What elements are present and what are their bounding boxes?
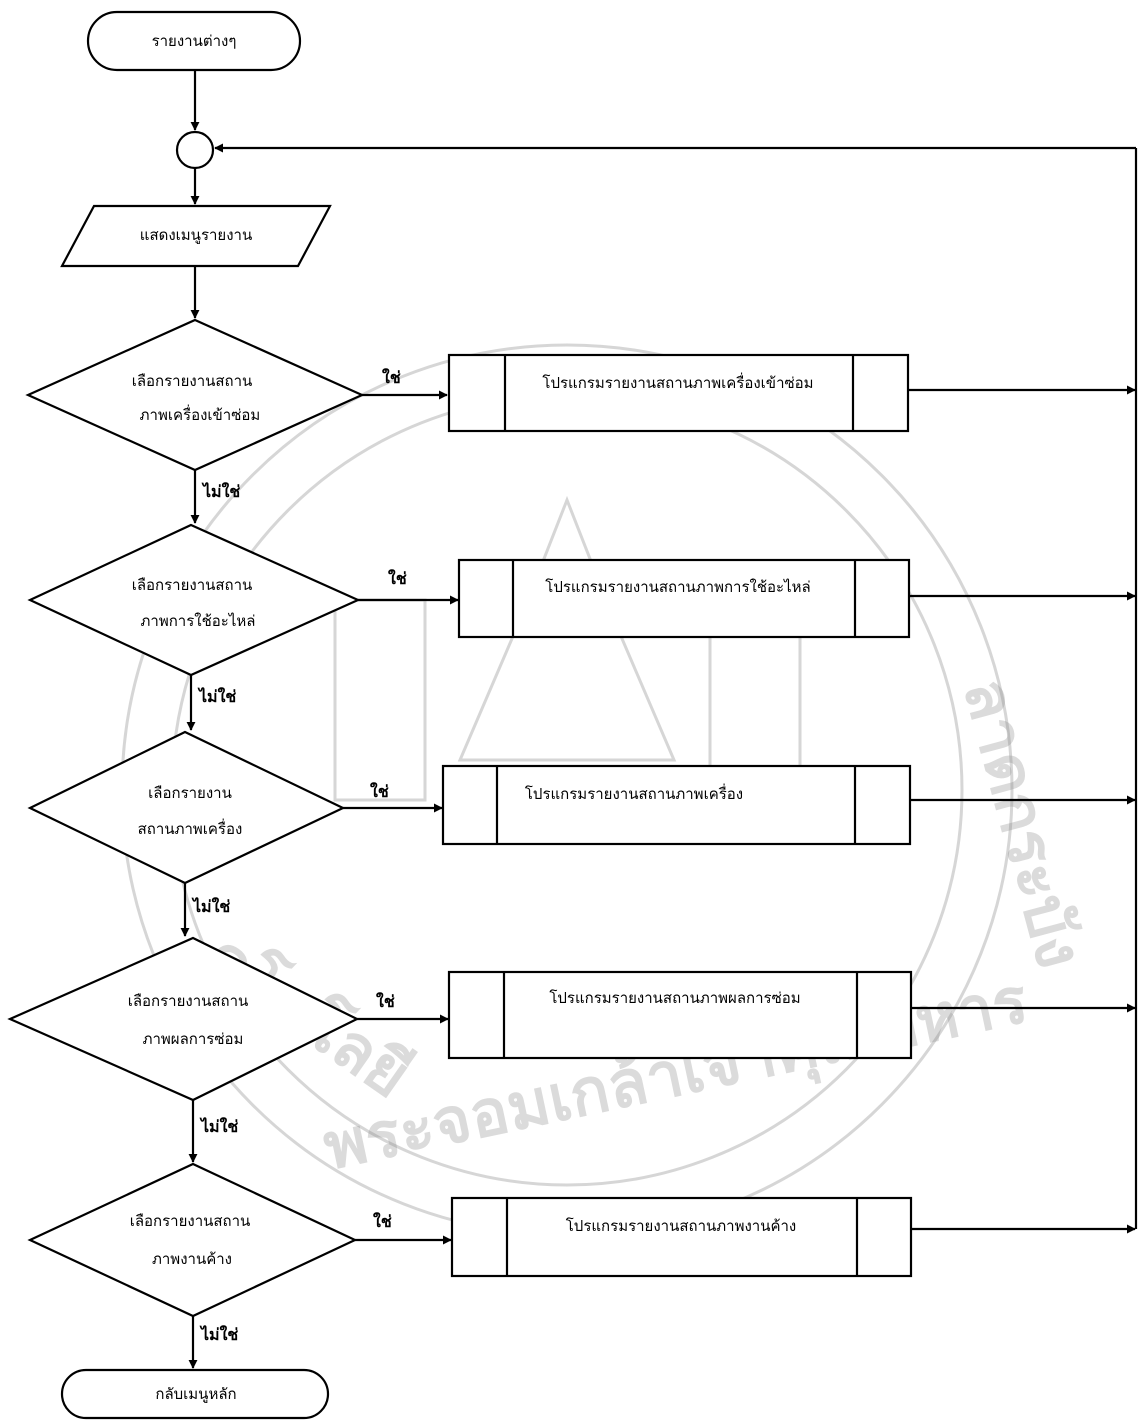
decision-1-line1: เลือกรายงานสถาน [132, 372, 253, 390]
end-terminator [60, 1368, 330, 1420]
no-label-1: ไม่ใช่ [201, 482, 240, 501]
process-box-3 [441, 764, 912, 846]
yes-label-2: ใช่ [388, 569, 407, 588]
decision-5-line2: ภาพงานค้าง [152, 1250, 232, 1268]
no-label-3: ไม่ใช่ [191, 897, 230, 916]
yes-label-3: ใช่ [370, 782, 389, 801]
decision-3-line1: เลือกรายงาน [148, 784, 232, 802]
no-label-4: ไม่ใช่ [199, 1117, 238, 1136]
decision-1-line2: ภาพเครื่องเข้าซ่อม [140, 404, 261, 424]
decision-5-line1: เลือกรายงานสถาน [130, 1212, 251, 1230]
decision-diamond-3 [27, 730, 346, 885]
decision-4-line1: เลือกรายงานสถาน [128, 992, 249, 1010]
start-label: รายงานต่างๆ [152, 32, 237, 50]
decision-2-line1: เลือกรายงานสถาน [132, 576, 253, 594]
yes-arrows [343, 390, 459, 1245]
process-box-2 [457, 558, 911, 639]
end-label: กลับเมนูหลัก [155, 1385, 236, 1403]
process-5-label: โปรแกรมรายงานสถานภาพงานค้าง [566, 1217, 797, 1235]
no-label-5: ไม่ใช่ [199, 1325, 238, 1344]
decision-4-line2: ภาพผลการซ่อม [143, 1030, 244, 1048]
decision-diamond-2 [27, 523, 361, 677]
decision-3-line2: สถานภาพเครื่อง [138, 818, 243, 838]
decision-diamond-5 [27, 1162, 358, 1318]
decision-diamond-4 [7, 936, 360, 1102]
display-menu-label: แสดงเมนูรายงาน [140, 226, 252, 244]
process-3-label: โปรแกรมรายงานสถานภาพเครื่อง [525, 783, 743, 803]
main-flow-arrows [180, 70, 200, 1369]
watermark-text-right: ลาดกระบัง [948, 671, 1096, 976]
yes-label-4: ใช่ [376, 992, 395, 1011]
yes-label-1: ใช่ [382, 368, 401, 387]
process-box-5 [450, 1196, 913, 1278]
display-menu-shape [60, 204, 332, 268]
decision-diamond-1 [25, 318, 365, 472]
decision-2-line2: ภาพการใช้อะไหล่ [141, 612, 256, 630]
no-label-2: ไม่ใช่ [197, 687, 236, 706]
process-4-label: โปรแกรมรายงานสถานภาพผลการซ่อม [549, 989, 800, 1007]
process-box-4 [447, 970, 913, 1060]
return-arrows [214, 143, 1138, 1234]
process-1-label: โปรแกรมรายงานสถานภาพเครื่องเข้าซ่อม [542, 372, 813, 392]
process-2-label: โปรแกรมรายงานสถานภาพการใช้อะไหล่ [545, 578, 810, 596]
connector-circle [175, 130, 215, 170]
process-box-1 [447, 353, 910, 433]
yes-label-5: ใช่ [373, 1212, 392, 1231]
